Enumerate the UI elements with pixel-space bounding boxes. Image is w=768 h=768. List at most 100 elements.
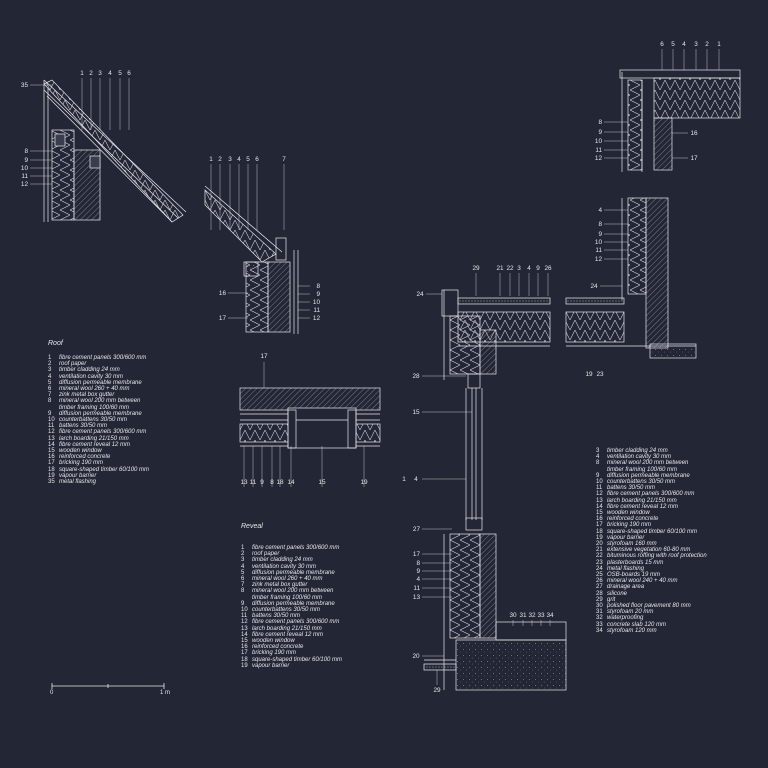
- eave-roof-build-up: [204, 189, 277, 263]
- lintel-brick: [479, 329, 497, 375]
- callout-label: 2: [218, 156, 222, 163]
- legend-item-number: 30: [596, 603, 603, 610]
- legend-item-number: 1: [48, 355, 52, 361]
- legend-item-number: 32: [596, 615, 603, 622]
- legend-item-text: square-shaped timber 60/100 mm: [252, 656, 343, 663]
- legend-item-text: wooden window: [252, 638, 295, 645]
- callout-label: 4: [682, 41, 686, 48]
- callout-label: 8: [598, 119, 602, 126]
- ridge-timber-block: [89, 155, 101, 169]
- legend-item-text: larch boarding 21/150 mm: [252, 625, 322, 632]
- legend-item-number: 7: [241, 582, 245, 589]
- legend-item-number: 17: [596, 522, 603, 529]
- legend-item-number: 12: [241, 619, 248, 626]
- legend-item-text: reinforced concrete: [607, 516, 659, 523]
- callout-label: 28: [412, 373, 420, 380]
- legend-item-number: 27: [596, 584, 603, 591]
- legend-item-text: fibre cement panels 300/600 mm: [607, 491, 695, 498]
- legend-item-text: timber framing 100/60 mm: [252, 594, 323, 601]
- legend-item-number: 10: [596, 479, 603, 486]
- callout-label: 9: [24, 157, 28, 164]
- callout-label: 33: [537, 612, 545, 619]
- legend-item-text: plasterboards 15 mm: [607, 559, 664, 566]
- legend-item-number: 18: [596, 528, 603, 535]
- callout-label: 3: [98, 70, 102, 77]
- ridge-roof-line: [43, 79, 187, 213]
- legend-item-number: 19: [48, 472, 55, 479]
- legend-item-text: battens 30/50 mm: [607, 485, 656, 492]
- legend-item-number: 16: [241, 644, 248, 651]
- callout-label: 31: [519, 612, 527, 619]
- legend-item-number: 10: [48, 417, 55, 424]
- callout-label: 1: [209, 156, 213, 163]
- legend-item: 27 drainage area: [596, 584, 707, 590]
- legend-item-number: 3: [596, 448, 600, 454]
- legend-item: 13 larch boarding 21/150 mm: [48, 436, 149, 442]
- ridge-roof-build-up: [43, 79, 184, 223]
- callout-label: 9: [316, 291, 320, 298]
- callout-label: 11: [413, 585, 420, 592]
- legend-item-text: silicone: [607, 590, 628, 597]
- legend-item-text: diffusion permeable membrane: [252, 569, 335, 576]
- callout-label: 11: [21, 173, 28, 180]
- topright-wall-brick: [653, 117, 673, 171]
- legend-item-number: 25: [596, 572, 603, 579]
- flat-roof-insulation-right: [565, 311, 625, 343]
- legend-item-text: fibre cement panels 300/600 mm: [59, 429, 147, 436]
- legend-item-number: 19: [241, 662, 248, 669]
- legend-item-text: ventilation cavity 30 mm: [59, 373, 124, 380]
- legend-item-text: roof paper: [252, 551, 280, 558]
- legend-item-text: vapour barrier: [59, 472, 97, 479]
- callout-label: 4: [237, 156, 241, 163]
- reveal-window-opening: [287, 407, 357, 449]
- callout-label: 2: [705, 41, 709, 48]
- callout-label: 24: [590, 283, 598, 290]
- callout-label: 8: [270, 479, 274, 486]
- scale-bar: [51, 683, 165, 689]
- callout-label: 13: [413, 594, 421, 601]
- legend-item-number: 14: [48, 441, 55, 448]
- eave-roof-line: [204, 185, 283, 253]
- legend-item-number: 21: [596, 547, 603, 554]
- callout-label: 12: [595, 155, 603, 162]
- legend-item-number: 9: [241, 600, 245, 607]
- callout-label: 10: [595, 138, 603, 145]
- callout-label: 1: [402, 476, 406, 483]
- window-sill-frame: [465, 517, 483, 531]
- eave-leaders: [210, 164, 310, 319]
- legend-item-text: larch boarding 21/150 mm: [59, 435, 129, 442]
- legend-item-text: fibre cement reveal 12 mm: [607, 503, 679, 510]
- legend-item-text: bituminous roffing with roof protection: [607, 553, 707, 560]
- callout-label: 21: [496, 265, 504, 272]
- legend-item-text: drainage area: [607, 584, 645, 591]
- top-right-wall-detail: [604, 49, 741, 172]
- legend-item-number: 6: [241, 576, 245, 583]
- eave-gutter: [275, 237, 287, 261]
- flat-roof-grit: [457, 297, 551, 305]
- legend-item-text: vapour barrier: [607, 534, 645, 541]
- legend-item-number: 13: [48, 435, 55, 442]
- callout-label: 19: [360, 479, 368, 486]
- legend-item-text: metal flashing: [607, 565, 645, 572]
